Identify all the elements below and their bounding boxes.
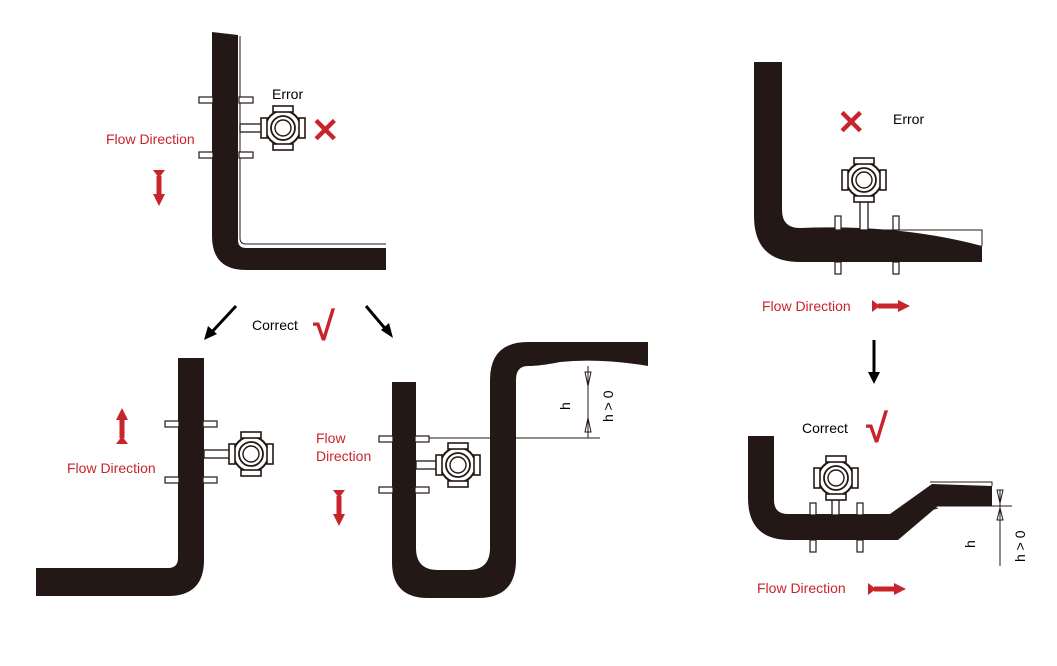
- correct-label: Correct: [252, 317, 298, 333]
- flow-direction-label: Flow Direction: [106, 131, 195, 147]
- direction-label: Direction: [316, 448, 371, 464]
- h-gt-0-label: h > 0: [600, 390, 616, 422]
- h-label: h: [962, 540, 978, 548]
- pipe-elbow: [754, 62, 982, 262]
- check-icon: √: [313, 305, 336, 349]
- error-label: Error: [893, 111, 924, 127]
- panel-horizontal-correct: h h > 0 Correct √ Flow Direction: [748, 407, 1028, 596]
- pipe-elbow: [212, 32, 386, 270]
- pipe-u-trap: [392, 342, 648, 598]
- flow-direction-label: Flow Direction: [757, 580, 846, 596]
- panel-upflow-correct: Flow Direction: [36, 358, 274, 596]
- check-icon: √: [866, 407, 889, 451]
- flow-direction-label: Flow Direction: [67, 460, 156, 476]
- cross-icon: ✕: [311, 112, 340, 150]
- flow-label: Flow: [316, 430, 346, 446]
- panel-vertical-error: Error ✕ Flow Direction: [106, 32, 386, 270]
- panel-horizontal-error: ✕ Error Flow Direction: [754, 62, 983, 314]
- correct-transition: Correct √: [204, 304, 393, 349]
- h-label: h: [557, 402, 573, 410]
- pipe-rise: [748, 436, 992, 540]
- pipe-elbow: [36, 358, 204, 596]
- error-label: Error: [272, 86, 303, 102]
- cross-icon: ✕: [837, 104, 866, 142]
- panel-utrap-correct: h h > 0 Flow Direction: [316, 342, 648, 598]
- correct-label: Correct: [802, 420, 848, 436]
- h-gt-0-label: h > 0: [1012, 530, 1028, 562]
- flow-direction-label: Flow Direction: [762, 298, 851, 314]
- black-arrow-icon: [868, 340, 880, 384]
